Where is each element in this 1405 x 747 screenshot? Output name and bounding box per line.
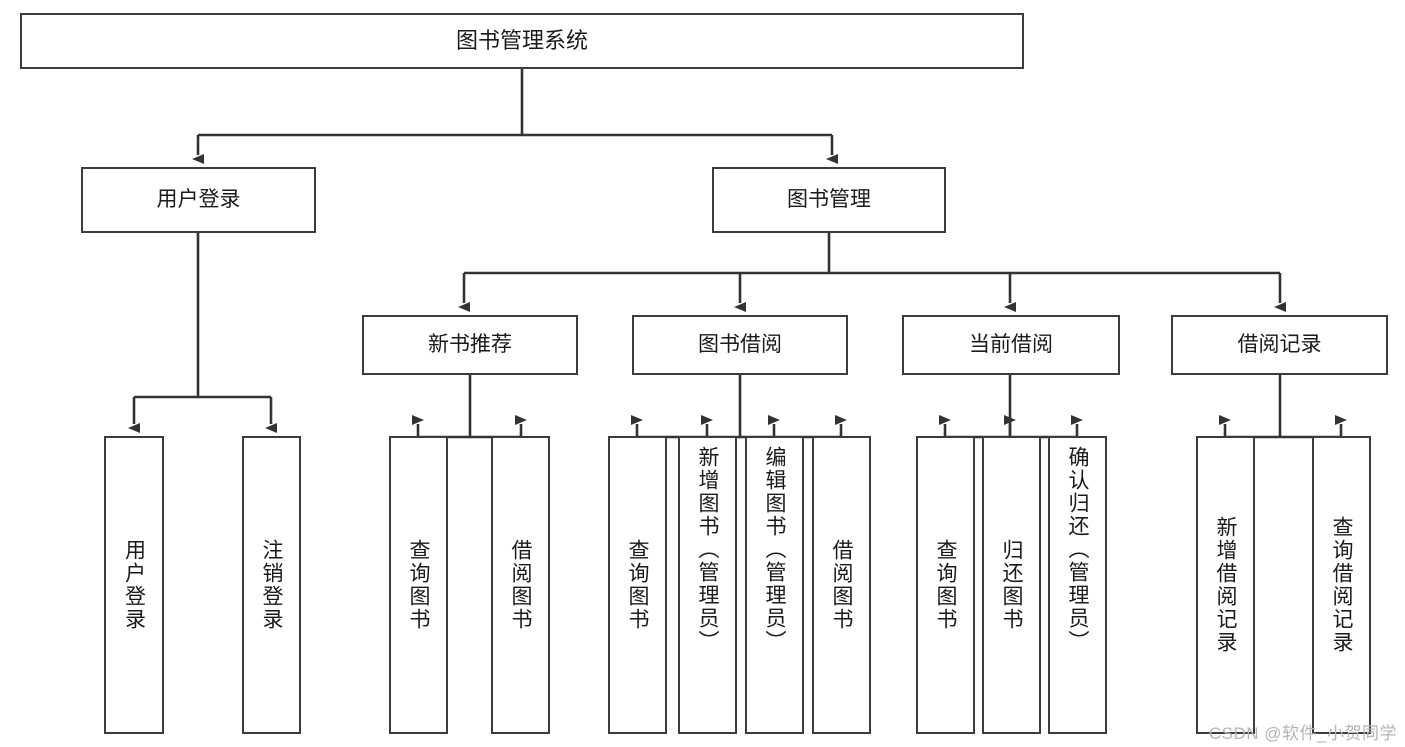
connector-bookborrow-to-leaves	[631, 375, 847, 439]
node-leaf-confirm-return-admin[interactable]: 确认归还（管理员）	[1048, 436, 1107, 734]
node-label: 图书管理系统	[455, 28, 588, 54]
node-borrow-record[interactable]: 借阅记录	[1171, 315, 1388, 375]
node-leaf-return-book[interactable]: 归还图书	[982, 436, 1041, 734]
node-book-manage[interactable]: 图书管理	[712, 167, 946, 233]
node-label: 编辑图书（管理员）	[763, 446, 786, 653]
connector-root-to-level2	[192, 69, 838, 164]
node-label: 用户登录	[156, 187, 241, 211]
node-label: 借阅记录	[1237, 332, 1322, 356]
node-label: 归还图书	[1000, 539, 1023, 631]
node-label: 注销登录	[260, 539, 283, 631]
node-label: 图书借阅	[698, 332, 782, 356]
node-leaf-query-book-current[interactable]: 查询图书	[916, 436, 975, 734]
connector-bookmanage-to-level3	[458, 233, 1286, 312]
node-new-book-recommend[interactable]: 新书推荐	[362, 315, 578, 375]
node-label: 借阅图书	[830, 539, 853, 631]
connector-newbook-to-leaves	[412, 375, 527, 439]
connector-currentborrow-to-leaves	[939, 375, 1083, 439]
node-book-borrow[interactable]: 图书借阅	[632, 315, 848, 375]
node-label: 查询图书	[934, 539, 957, 631]
node-label: 查询图书	[407, 539, 430, 631]
node-root-book-management-system[interactable]: 图书管理系统	[20, 13, 1024, 69]
node-leaf-add-book-admin[interactable]: 新增图书（管理员）	[678, 436, 737, 734]
node-leaf-logout[interactable]: 注销登录	[242, 436, 301, 734]
connector-borrowrecord-to-leaves	[1219, 375, 1347, 439]
node-current-borrow[interactable]: 当前借阅	[902, 315, 1120, 375]
node-label: 用户登录	[122, 539, 146, 631]
node-user-login[interactable]: 用户登录	[81, 167, 316, 233]
node-label: 图书管理	[787, 187, 871, 211]
node-leaf-borrow-book-recommend[interactable]: 借阅图书	[491, 436, 550, 734]
node-label: 新增图书（管理员）	[696, 446, 719, 653]
node-label: 新书推荐	[428, 332, 512, 356]
node-leaf-query-borrow-record[interactable]: 查询借阅记录	[1312, 436, 1371, 734]
node-leaf-query-book-recommend[interactable]: 查询图书	[389, 436, 448, 734]
node-leaf-user-login[interactable]: 用户登录	[104, 436, 164, 734]
node-label: 当前借阅	[969, 332, 1053, 356]
node-leaf-add-borrow-record[interactable]: 新增借阅记录	[1196, 436, 1255, 734]
node-leaf-borrow-book[interactable]: 借阅图书	[812, 436, 871, 734]
node-label: 确认归还（管理员）	[1066, 446, 1089, 653]
connector-userlogin-to-leaves	[128, 233, 277, 433]
node-leaf-edit-book-admin[interactable]: 编辑图书（管理员）	[745, 436, 804, 734]
node-label: 查询图书	[626, 539, 649, 631]
node-label: 查询借阅记录	[1330, 516, 1353, 654]
node-leaf-query-book-borrow[interactable]: 查询图书	[608, 436, 667, 734]
node-label: 借阅图书	[509, 539, 532, 631]
node-label: 新增借阅记录	[1214, 516, 1237, 654]
